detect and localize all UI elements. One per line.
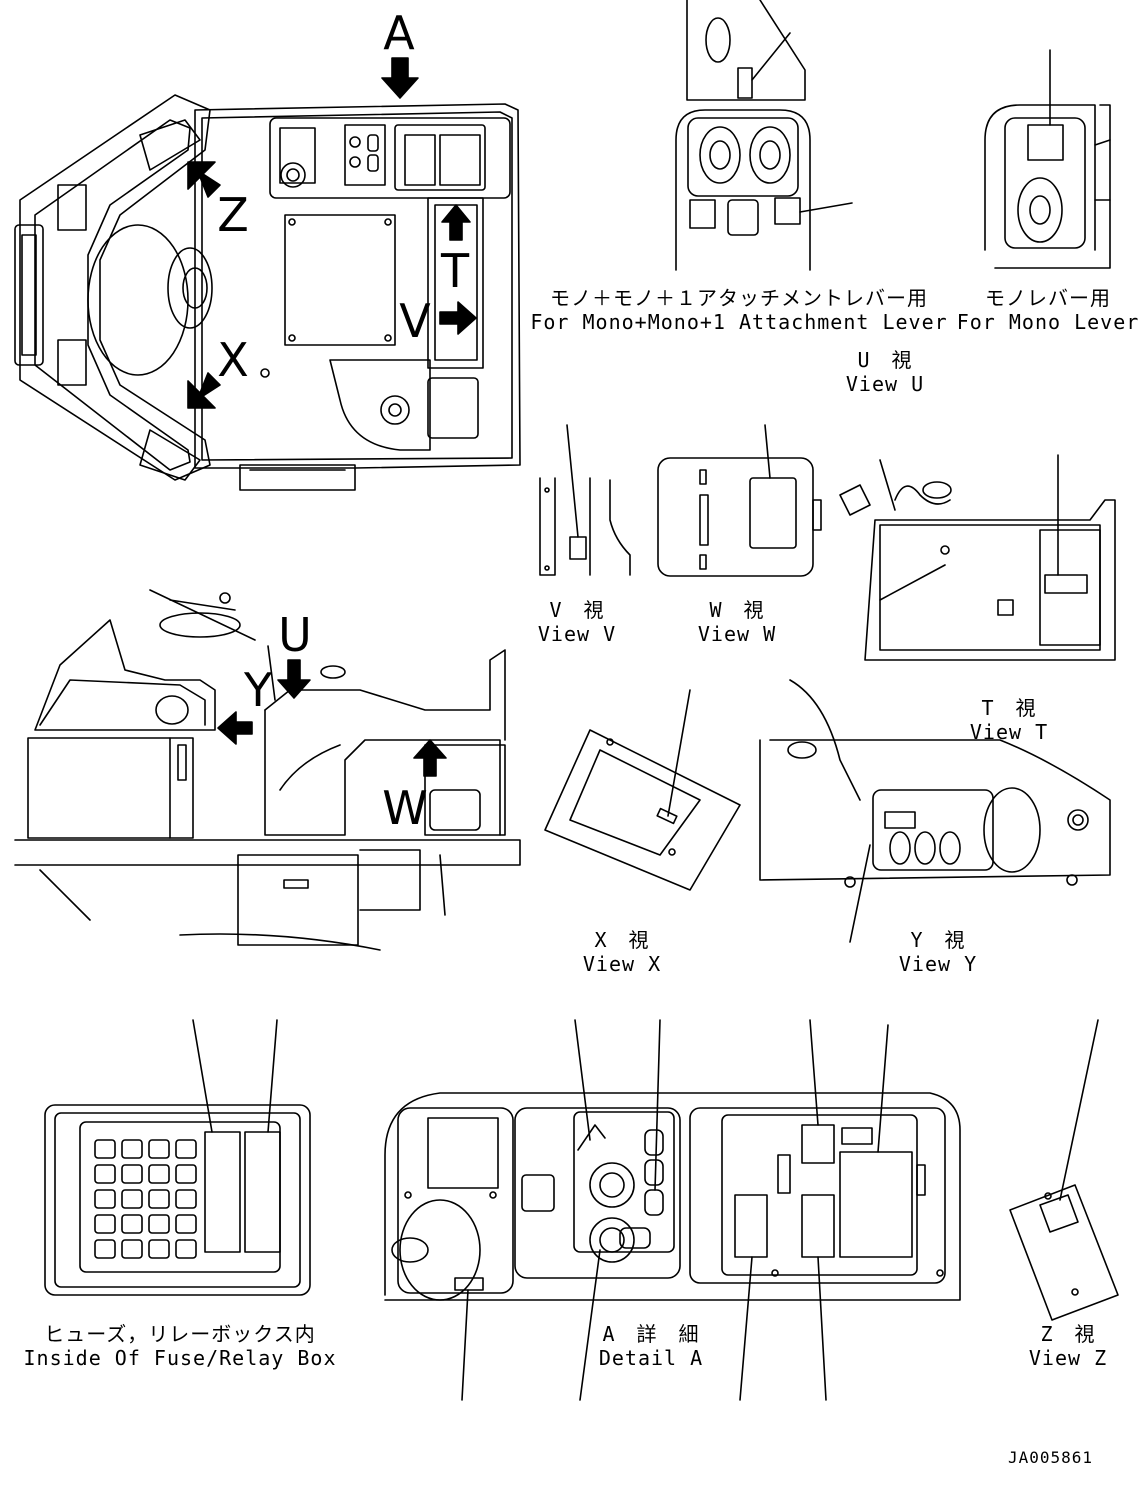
- view-x-title-en: View X: [582, 952, 662, 976]
- view-z-title-jp: Z 視: [1040, 1322, 1096, 1346]
- fuse-slot: [121, 1139, 143, 1159]
- view-w-panel: [657, 424, 822, 577]
- view-v-title-en: View V: [537, 622, 617, 646]
- view-y-title-jp: Y 視: [910, 928, 966, 952]
- view-w-title-jp: W 視: [709, 598, 765, 622]
- fuse-slot: [94, 1164, 116, 1184]
- view-y-title-en: View Y: [898, 952, 978, 976]
- fuse-slot: [94, 1139, 116, 1159]
- view-z-panel: [1009, 1019, 1119, 1321]
- view-z-title-en: View Z: [1028, 1346, 1108, 1370]
- fuse-box-title-en: Inside Of Fuse/Relay Box: [23, 1346, 337, 1370]
- fuse-slot: [94, 1239, 116, 1259]
- view-arrows-plan: [187, 57, 477, 409]
- fuse-box-title-jp: ヒューズ，リレーボックス内: [44, 1322, 316, 1346]
- fuse-relay-box: [44, 1019, 311, 1296]
- view-w-title-en: View W: [697, 622, 777, 646]
- view-letter-w: W: [382, 781, 428, 835]
- fuse-slot: [148, 1239, 170, 1259]
- view-u-title-jp: U 視: [857, 348, 913, 372]
- fuse-slot: [94, 1189, 116, 1209]
- view-u-title-en: View U: [845, 372, 925, 396]
- fuse-slot: [148, 1189, 170, 1209]
- view-arrows-side: [217, 659, 447, 777]
- view-v-panel: [539, 424, 631, 576]
- view-u-caption-en-right: For Mono Lever: [956, 310, 1140, 334]
- drawing-number: JA005861: [1008, 1448, 1094, 1467]
- view-u-caption-jp-left: モノ＋モノ＋１アタッチメントレバー用: [550, 286, 928, 310]
- fuse-slot: [175, 1239, 197, 1259]
- detail-a-title-jp: A 詳 細: [602, 1322, 700, 1346]
- fuse-slot: [121, 1189, 143, 1209]
- detail-a-title-en: Detail A: [598, 1346, 704, 1370]
- fuse-slot: [121, 1164, 143, 1184]
- cab-plan-view: [14, 94, 521, 491]
- fuse-slot: [148, 1214, 170, 1234]
- view-letter-a: A: [383, 6, 415, 60]
- fuse-slot: [175, 1139, 197, 1159]
- view-letter-t: T: [440, 244, 470, 298]
- detail-a-console: [384, 1019, 961, 1401]
- fuse-grid: [94, 1139, 197, 1259]
- view-letter-y: Y: [243, 663, 273, 717]
- view-v-title-jp: V 視: [549, 598, 605, 622]
- fuse-slot: [175, 1214, 197, 1234]
- fuse-slot: [175, 1189, 197, 1209]
- cab-side-view: [14, 589, 521, 951]
- view-u-panels: [675, 0, 1111, 271]
- view-letter-z: Z: [217, 188, 249, 242]
- fuse-slot: [148, 1164, 170, 1184]
- view-t-title-en: View T: [969, 720, 1049, 744]
- view-letter-x: X: [217, 333, 249, 387]
- fuse-slot: [175, 1164, 197, 1184]
- view-x-panel: [544, 689, 741, 891]
- view-u-caption-en-left: For Mono+Mono+1 Attachment Lever: [530, 310, 948, 334]
- view-letter-v: V: [399, 294, 431, 348]
- fuse-slot: [94, 1214, 116, 1234]
- view-y-panel: [759, 679, 1111, 943]
- view-x-title-jp: X 視: [594, 928, 650, 952]
- view-u-caption-jp-right: モノレバー用: [985, 286, 1111, 310]
- fuse-slot: [148, 1139, 170, 1159]
- fuse-slot: [121, 1214, 143, 1234]
- view-letter-u: U: [278, 608, 312, 662]
- view-t-panel: [839, 454, 1116, 661]
- fuse-slot: [121, 1239, 143, 1259]
- view-t-title-jp: T 視: [981, 696, 1037, 720]
